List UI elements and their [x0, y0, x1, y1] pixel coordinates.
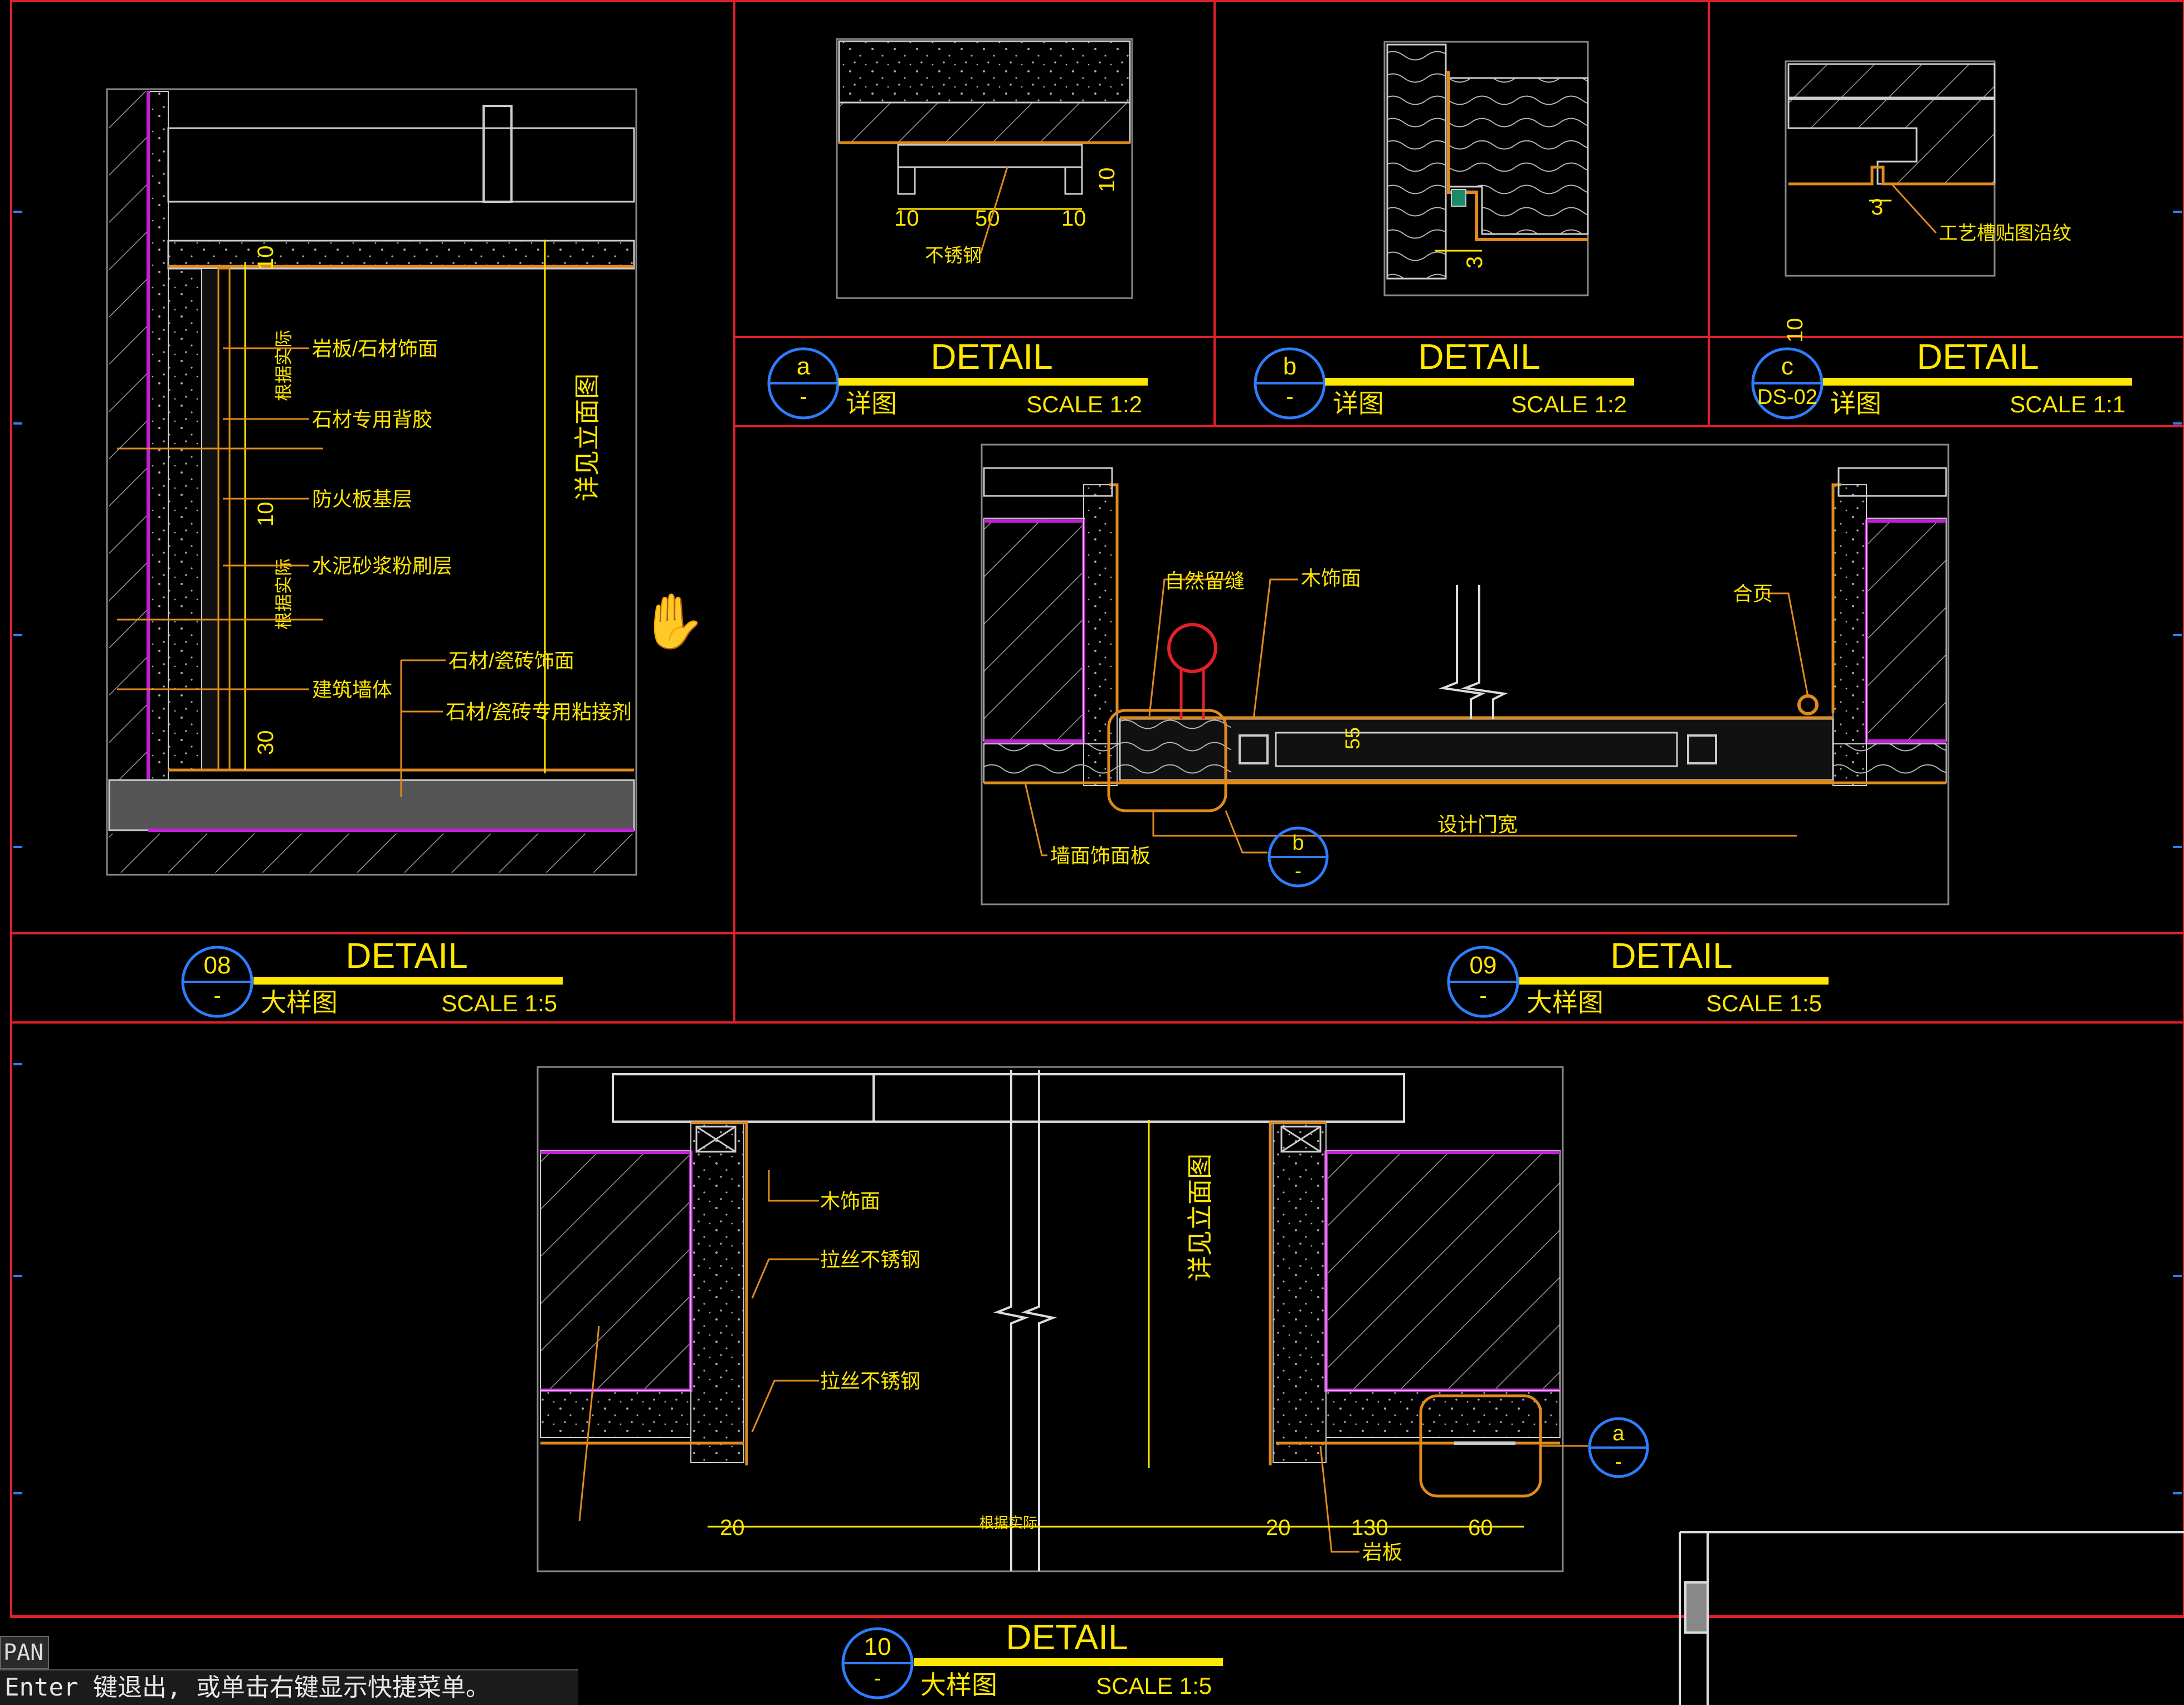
detail-a-dim-3: 10 — [1061, 206, 1086, 231]
title-b-sub: 详图 — [1333, 389, 1384, 418]
title-block-b: b - DETAIL 详图 SCALE 1:2 — [1254, 337, 1634, 420]
title-10-scale: SCALE 1:5 — [1096, 1673, 1212, 1699]
bubble-09-sheet: - — [1479, 983, 1486, 1008]
sheet-title-frame-partial — [1679, 1531, 2184, 1705]
detail-10-label-4: 岩板 — [1362, 1541, 1402, 1563]
detail-b-dim: 3 — [1462, 256, 1487, 269]
title-block-10: 10 - DETAIL 大样图 SCALE 1:5 — [841, 1617, 1223, 1699]
title-09-scale: SCALE 1:5 — [1706, 990, 1822, 1016]
detail-10-callout-sheet: - — [1615, 1450, 1622, 1473]
pan-hand-cursor-icon: ✋ — [640, 592, 706, 651]
title-c-sub: 详图 — [1830, 389, 1881, 418]
bubble-a-id: a — [797, 353, 811, 380]
detail-09-label-5: 设计门宽 — [1437, 813, 1518, 836]
bubble-b-sheet: - — [1286, 384, 1293, 409]
detail-10-label-1: 木饰面 — [820, 1190, 880, 1212]
detail-09-label-4: 墙面饰面板 — [1050, 844, 1150, 867]
detail-10-drawing[interactable]: 详见立面图 a - 木饰面 拉丝不锈钢 拉丝不锈钢 岩板 10 20 根据实际 … — [537, 318, 1807, 1572]
detail-a-dim-4: 10 — [1095, 168, 1119, 193]
detail-09-label-3: 合页 — [1733, 582, 1773, 605]
detail-b-drawing[interactable]: 3 — [1383, 41, 1589, 296]
detail-08-vdim-2: 根据实际 — [274, 558, 294, 630]
title-block-09: 09 - DETAIL 大样图 SCALE 1:5 — [1447, 936, 1829, 1018]
detail-10-label-2: 拉丝不锈钢 — [820, 1248, 920, 1271]
detail-08-dim-top: 10 — [254, 246, 278, 271]
title-b-scale: SCALE 1:2 — [1511, 391, 1627, 417]
bubble-c-id: c — [1781, 353, 1793, 380]
detail-10-callout-id: a — [1612, 1422, 1625, 1445]
command-tag: PAN — [0, 1636, 49, 1669]
detail-08-label-1: 岩板/石材饰面 — [312, 337, 438, 360]
title-block-a: a - DETAIL 详图 SCALE 1:2 — [767, 337, 1148, 420]
detail-08-label-2: 石材专用背胶 — [312, 408, 432, 431]
title-08-detail: DETAIL — [345, 936, 467, 976]
sheet-frame — [10, 0, 2184, 1618]
command-prompt[interactable]: Enter 键退出, 或单击右键显示快捷菜单。 — [0, 1669, 578, 1705]
bubble-09-id: 09 — [1470, 952, 1497, 979]
title-08-sub: 大样图 — [261, 988, 338, 1017]
bubble-c-sheet: DS-02 — [1757, 386, 1817, 409]
detail-10-dim-10: 10 — [1783, 318, 1807, 343]
detail-10-vertical-note: 详见立面图 — [1186, 1153, 1215, 1282]
title-10-detail: DETAIL — [1006, 1617, 1128, 1657]
title-block-08: 08 - DETAIL 大样图 SCALE 1:5 — [181, 936, 563, 1018]
bubble-b-id: b — [1283, 353, 1296, 380]
detail-a-dim-1: 10 — [894, 206, 919, 231]
title-c-scale: SCALE 1:1 — [2010, 391, 2126, 417]
detail-a-label: 不锈钢 — [925, 245, 982, 266]
detail-09-label-1: 自然留缝 — [1164, 569, 1245, 592]
detail-08-label-6: 石材/瓷砖饰面 — [448, 649, 574, 672]
detail-c-drawing[interactable]: 3 工艺槽贴图沿纹 — [1785, 60, 2071, 277]
ruler-ticks — [13, 211, 2182, 1494]
detail-10-dim-60: 60 — [1468, 1516, 1493, 1540]
detail-08-dim-bottom: 30 — [254, 730, 278, 756]
detail-10-dim-20-right: 20 — [1266, 1516, 1291, 1540]
detail-09-drawing[interactable]: 55 自然留缝 木饰面 合页 墙面饰面板 设计门宽 b - — [981, 444, 1949, 905]
detail-09-callout-id: b — [1292, 831, 1304, 855]
detail-c-dim: 3 — [1871, 195, 1883, 220]
detail-10-dim-20-left: 20 — [720, 1516, 745, 1540]
title-a-scale: SCALE 1:2 — [1026, 391, 1142, 417]
title-09-detail: DETAIL — [1610, 936, 1732, 976]
detail-08-vdim-1: 根据实际 — [274, 330, 294, 401]
detail-10-mid-dim: 根据实际 — [979, 1514, 1037, 1531]
detail-a-drawing[interactable]: 10 50 10 10 不锈钢 — [836, 38, 1133, 299]
detail-09-dim: 55 — [1341, 727, 1364, 749]
bubble-08-sheet: - — [213, 983, 221, 1008]
title-c-detail: DETAIL — [1917, 337, 2039, 377]
detail-10-dim-130: 130 — [1351, 1516, 1388, 1540]
detail-08-vertical-note: 详见立面图 — [573, 373, 602, 501]
bubble-10-id: 10 — [864, 1633, 891, 1660]
title-09-sub: 大样图 — [1527, 988, 1603, 1017]
detail-09-label-2: 木饰面 — [1301, 567, 1361, 590]
bubble-10-sheet: - — [874, 1666, 881, 1691]
detail-08-dim-mid: 10 — [254, 502, 278, 527]
bubble-a-sheet: - — [800, 384, 807, 409]
detail-08-label-4: 水泥砂浆粉刷层 — [312, 554, 452, 577]
detail-08-label-3: 防火板基层 — [312, 488, 412, 510]
title-a-detail: DETAIL — [930, 337, 1052, 377]
detail-10-label-3: 拉丝不锈钢 — [820, 1370, 920, 1392]
title-b-detail: DETAIL — [1418, 337, 1540, 377]
title-a-sub: 详图 — [846, 389, 897, 418]
detail-08-drawing[interactable]: 10 根据实际 10 根据实际 30 岩板/石材饰面 石材专用背胶 防火板基层 … — [106, 88, 637, 876]
title-08-scale: SCALE 1:5 — [441, 990, 557, 1016]
detail-08-label-7: 石材/瓷砖专用粘接剂 — [446, 700, 632, 723]
title-10-sub: 大样图 — [920, 1670, 997, 1699]
title-block-c: c DS-02 DETAIL 详图 SCALE 1:1 — [1751, 337, 2132, 420]
detail-a-dim-2: 50 — [975, 206, 1000, 231]
bubble-08-id: 08 — [204, 952, 231, 979]
detail-c-label: 工艺槽贴图沿纹 — [1939, 223, 2071, 244]
detail-09-callout-sheet: - — [1295, 859, 1301, 882]
detail-08-label-5: 建筑墙体 — [312, 678, 392, 701]
